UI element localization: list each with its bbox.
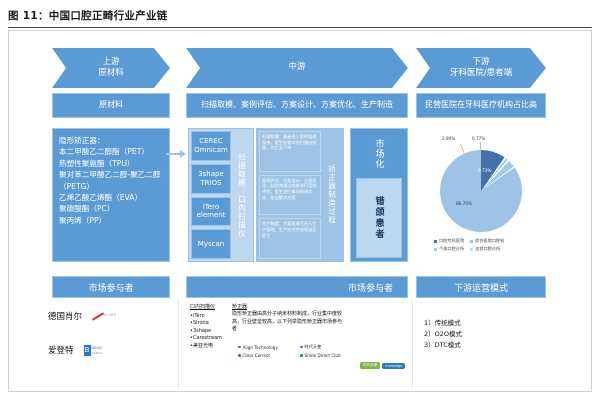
pie-legend: 口腔专科医院 综合医院口腔科 个体口腔诊所 连锁口腔诊所 bbox=[434, 238, 504, 252]
pie-legend-item: 连锁口腔诊所 bbox=[470, 246, 504, 252]
material-item: 热塑性聚氨酯（TPU） bbox=[59, 158, 135, 168]
legend-label: 口腔专科医院 bbox=[439, 238, 465, 243]
marketization-inner-box: 错颌患者 bbox=[356, 178, 402, 258]
upstream-brand-bego: 爱登特 B BEGO DENTAL bbox=[48, 344, 114, 356]
scanner-device-itero: iTero element bbox=[191, 196, 231, 227]
legend-label: 连锁口腔诊所 bbox=[475, 246, 501, 251]
mid-scanner-item: •iTero bbox=[190, 312, 205, 319]
chevron-upstream: 上游 原材料 bbox=[52, 48, 170, 88]
material-item: 乙烯乙酸乙烯酯（EVA） bbox=[59, 192, 143, 202]
pie-legend-item: 综合医院口腔科 bbox=[470, 238, 504, 244]
legend-swatch-icon bbox=[434, 239, 437, 243]
pie-label-0-77: 0.77% bbox=[472, 136, 486, 141]
material-item: 聚丙烯（PP） bbox=[59, 215, 107, 225]
chevron-downstream-line1: 下游 bbox=[472, 56, 490, 67]
scanner-device-3shape: 3shape TRIOS bbox=[191, 163, 231, 194]
chevron-midstream-line1: 中游 bbox=[288, 62, 306, 73]
pie-graphic bbox=[440, 150, 522, 232]
bullet-icon bbox=[238, 354, 241, 357]
marketization-inner-label: 错颌患者 bbox=[373, 196, 384, 240]
divider-2 bbox=[412, 300, 413, 388]
legend-label: 个体口腔诊所 bbox=[439, 246, 465, 251]
flow-arrow-upstream-to-midstream bbox=[166, 150, 186, 158]
material-item: 聚碳酸酯（PC） bbox=[59, 204, 115, 214]
mid-aligner-block: 矫正器 隐形矫正器由高分子纳米材料制成，行业集中度较高，行业壁垒较高，以下列举隐… bbox=[232, 304, 342, 333]
operating-mode-item: 2）O2O模式 bbox=[424, 330, 463, 339]
materials-heading: 隐形矫正器： bbox=[59, 136, 105, 145]
angelalign-logo: 时代天使 bbox=[360, 362, 381, 369]
mid-aligner-brand-grid: Align Technology 时代天使 Clear Correct Smil… bbox=[238, 344, 346, 358]
scanner-device-cerec: CEREC Omnicam bbox=[191, 131, 231, 161]
legend-label: 综合医院口腔科 bbox=[475, 238, 505, 243]
pie-label-2-80: 2.80% bbox=[442, 136, 456, 141]
mid-scanner-item: •Carestream bbox=[190, 335, 223, 341]
aligner-brand-item: Smile Direct Club bbox=[300, 353, 346, 358]
bego-logo-mark: B bbox=[83, 344, 91, 356]
material-item: 本二甲酸乙二醇酯（PET） bbox=[59, 147, 149, 157]
figure-title-bar: 图 11：中国口腔正畸行业产业链 bbox=[8, 8, 592, 28]
scanner-panel-vertical-label: 扫描取模：口内扫描仪 bbox=[237, 152, 247, 238]
bego-logo-icon: B BEGO DENTAL bbox=[83, 344, 114, 356]
process-step-manufacture: 生产制造：方案批准后进入生产基地，生产交付完成寄送至医生 bbox=[259, 218, 321, 260]
bullet-icon bbox=[300, 345, 303, 349]
invisalign-logo: invisalign bbox=[382, 362, 406, 369]
chevron-upstream-line2: 原材料 bbox=[98, 68, 124, 78]
subhead-raw-materials: 原材料 bbox=[52, 93, 170, 118]
aligner-brand-item: Clear Correct bbox=[238, 353, 294, 358]
mid-scanner-heading: 口内扫描仪 bbox=[190, 304, 216, 310]
downstream-pie-chart: 2.80% 0.77% 9.73% 86.70% 口腔专科医院 综合医院口腔科 … bbox=[416, 128, 546, 262]
scheu-logo-icon: SCHEU bbox=[91, 310, 118, 322]
operating-mode-item: 3）DTC模式 bbox=[424, 341, 461, 350]
section-header-midstream-participants: 市场参与者 bbox=[186, 276, 408, 298]
legend-swatch-icon bbox=[470, 247, 474, 251]
upstream-brand-name: 德国肖尔 bbox=[48, 312, 83, 322]
page-title: 图 11：中国口腔正畸行业产业链 bbox=[8, 10, 168, 22]
process-panel-vertical-label: 矫正器制造过程 bbox=[327, 165, 337, 225]
chevron-upstream-line1: 上游 bbox=[102, 56, 120, 67]
aligner-brand-item: Align Technology bbox=[238, 344, 294, 350]
pie-leader-line-2 bbox=[480, 142, 481, 156]
mid-scanner-vendor-list: 口内扫描仪 •iTero •Sirona •3shape •Carestream… bbox=[190, 304, 222, 350]
pie-legend-item: 口腔专科医院 bbox=[434, 238, 464, 244]
bego-logo-text: BEGO bbox=[91, 345, 102, 350]
divider-1 bbox=[178, 300, 179, 388]
bullet-icon bbox=[300, 354, 303, 357]
materials-box: 隐形矫正器： 本二甲酸乙二醇酯（PET） 热塑性聚氨酯（TPU） 聚对苯二甲酸乙… bbox=[52, 128, 170, 262]
subhead-downstream-share: 民营医院在牙科医疗机构占比高 bbox=[416, 93, 546, 118]
scanner-device-list: CEREC Omnicam 3shape TRIOS iTero element… bbox=[191, 131, 231, 259]
bego-logo-subtext: DENTAL bbox=[91, 350, 104, 355]
scheu-logo-text: SCHEU bbox=[104, 313, 117, 317]
operating-mode-item: 1）传统模式 bbox=[424, 319, 461, 327]
material-item: 聚对苯二甲酸乙二醇-聚乙二醇（PETG） bbox=[59, 170, 161, 191]
pie-label-86-70: 86.70% bbox=[456, 201, 472, 206]
section-header-upstream-participants: 市场参与者 bbox=[52, 276, 170, 298]
process-step-list: 扫描取模：患者进入案例管理系统，医生检查口内扫描仪成像，向企业下单 案例评估、方… bbox=[259, 131, 321, 260]
process-step-design: 案例评估、方案设计、方案优化：制造商通过成像进行案例评估，医生进行审阅修改优化，… bbox=[259, 174, 321, 216]
title-divider bbox=[8, 27, 592, 28]
legend-swatch-icon bbox=[470, 239, 474, 243]
upstream-brand-name: 爱登特 bbox=[48, 346, 74, 356]
mid-scanner-item: •Sirona bbox=[190, 320, 209, 326]
process-step-scan: 扫描取模：患者进入案例管理系统，医生检查口内扫描仪成像，向企业下单 bbox=[259, 131, 321, 172]
legend-swatch-icon bbox=[434, 247, 437, 251]
pie-label-9-73: 9.73% bbox=[478, 168, 492, 173]
scanner-device-myscan: Myscan bbox=[191, 229, 231, 259]
pie-legend-item: 个体口腔诊所 bbox=[434, 246, 464, 252]
section-header-downstream-modes: 下游运营模式 bbox=[416, 276, 546, 298]
mid-aligner-paragraph: 隐形矫正器由高分子纳米材料制成，行业集中度较高，行业壁垒较高，以下列举隐形矫正器… bbox=[232, 311, 343, 332]
aligner-logo-pills: 时代天使 invisalign bbox=[360, 362, 406, 369]
chevron-midstream: 中游 bbox=[186, 48, 408, 88]
upstream-brand-scheu: 德国肖尔 SCHEU bbox=[48, 310, 118, 322]
subhead-midstream-process: 扫描取模、案例评估、方案设计、方案优化、生产制造 bbox=[186, 93, 408, 118]
chevron-downstream: 下游 牙科医院/患者端 bbox=[416, 48, 546, 88]
mid-scanner-item: •3shape bbox=[190, 327, 212, 334]
marketization-title: 市场化 bbox=[373, 139, 384, 169]
bullet-icon bbox=[238, 345, 241, 349]
chevron-downstream-line2: 牙科医院/患者端 bbox=[449, 68, 513, 78]
mid-aligner-heading: 矫正器 bbox=[232, 304, 248, 310]
operating-mode-list: 1）传统模式 2）O2O模式 3）DTC模式 bbox=[424, 318, 462, 351]
aligner-brand-item: 时代天使 bbox=[300, 344, 346, 350]
mid-scanner-item: •美亚光电 bbox=[190, 342, 213, 349]
